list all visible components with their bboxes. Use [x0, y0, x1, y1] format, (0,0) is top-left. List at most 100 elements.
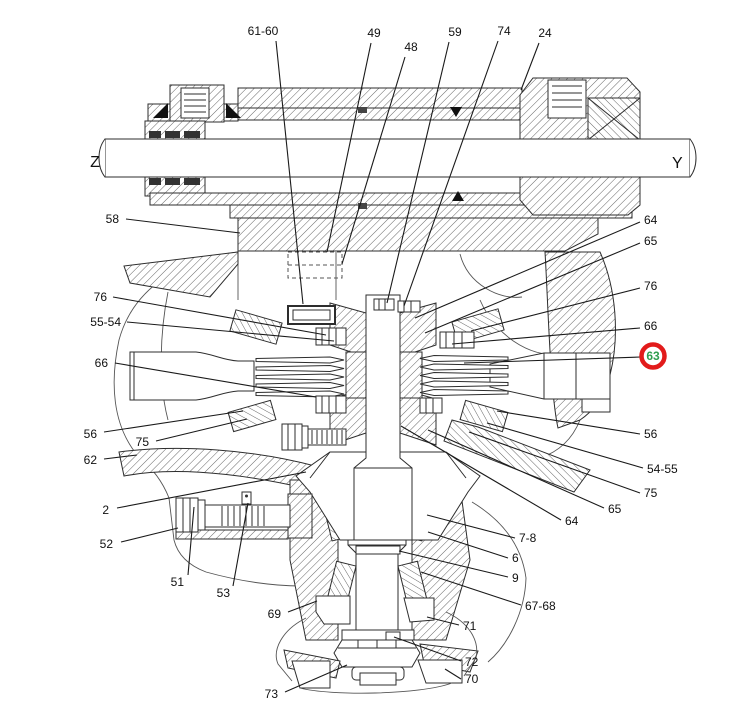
highlight-ring[interactable] — [639, 342, 667, 370]
leader-line — [470, 287, 641, 332]
callout-73: 73 — [265, 664, 348, 701]
leader-line — [426, 616, 460, 626]
part-number-66: 66 — [95, 356, 109, 370]
leader-line — [103, 454, 138, 460]
callout-Z: Z — [90, 154, 100, 171]
washer — [341, 629, 415, 641]
part-number-48: 48 — [404, 40, 418, 54]
leader-line — [463, 356, 642, 364]
callout-56: 56 — [496, 410, 658, 441]
spline-left — [255, 356, 345, 398]
leader-line — [403, 40, 499, 307]
part-number-51: 51 — [171, 575, 185, 589]
leader-line — [114, 362, 317, 398]
callout-64: 64 — [400, 425, 579, 528]
part-number-65: 65 — [608, 502, 622, 516]
part-number-2: 2 — [102, 503, 109, 517]
callout-62: 62 — [84, 453, 138, 467]
leader-line — [341, 56, 406, 265]
part-number-73: 73 — [265, 687, 279, 701]
callout-59: 59 — [386, 25, 462, 304]
axle-shaft-right — [489, 352, 611, 413]
part-number-58: 58 — [106, 212, 120, 226]
callout-76: 76 — [470, 279, 658, 332]
part-number-76: 76 — [644, 279, 658, 293]
part-number-52: 52 — [100, 537, 114, 551]
callout-7-8: 7-8 — [426, 514, 537, 545]
callout-53: 53 — [217, 502, 249, 600]
callout-48: 48 — [341, 40, 418, 265]
part-number-55-54: 55-54 — [90, 315, 121, 329]
leader-line — [398, 550, 509, 578]
leader-line — [232, 502, 249, 587]
differential-group — [227, 294, 509, 541]
callout-71: 71 — [426, 616, 477, 633]
spline-right — [419, 354, 509, 397]
callout-69: 69 — [268, 600, 318, 621]
leader-line — [284, 664, 348, 693]
diff-bearing-lower-left — [227, 399, 277, 433]
callout-72: 72 — [393, 636, 479, 669]
leader-line — [126, 321, 335, 342]
hidden-part-outline — [287, 251, 343, 279]
part-number-62: 62 — [84, 453, 98, 467]
callout-67-68: 67-68 — [420, 571, 556, 613]
callout-9: 9 — [398, 550, 519, 585]
part-number-70: 70 — [465, 672, 479, 686]
part-number-66: 66 — [644, 319, 658, 333]
axis-label-Y: Y — [672, 155, 683, 172]
leader-line — [444, 668, 462, 680]
axle-tube-assembly — [98, 77, 697, 252]
leader-line — [424, 242, 641, 334]
leader-line — [414, 221, 641, 319]
bearing-retainer-right — [403, 597, 435, 623]
part-number-6: 6 — [512, 551, 519, 565]
dowel-pin — [241, 491, 252, 505]
carrier-flange — [237, 217, 599, 252]
leader-line — [393, 636, 462, 662]
leader-line — [275, 40, 304, 305]
part-number-54-55: 54-55 — [647, 462, 678, 476]
thrust-washer — [397, 300, 421, 313]
callout-66: 66 — [95, 356, 317, 398]
hotspot-callout-63[interactable]: 63 — [463, 342, 667, 370]
leader-line — [326, 42, 372, 253]
leader-line — [116, 471, 307, 509]
leader-line — [287, 600, 318, 613]
part-number-64: 64 — [565, 514, 579, 528]
leader-line — [427, 531, 509, 559]
break-mark-left — [98, 138, 106, 178]
part-number-64: 64 — [644, 213, 658, 227]
part-number-9: 9 — [512, 571, 519, 585]
callout-6: 6 — [427, 531, 519, 565]
callout-64: 64 — [414, 213, 658, 319]
part-number-67-68: 67-68 — [525, 599, 556, 613]
part-number-7-8: 7-8 — [519, 531, 537, 545]
leader-line — [427, 429, 605, 509]
part-number-63[interactable]: 63 — [646, 349, 660, 363]
callout-2: 2 — [102, 471, 307, 517]
callout-55-54: 55-54 — [90, 315, 335, 342]
callout-61-60: 61-60 — [248, 24, 304, 305]
callout-52: 52 — [100, 527, 179, 551]
mount-bolt-group — [175, 491, 313, 540]
callout-Y: Y — [672, 155, 683, 172]
part-number-56: 56 — [84, 427, 98, 441]
part-number-74: 74 — [497, 24, 511, 38]
leader-line — [496, 410, 641, 435]
callout-58: 58 — [106, 212, 241, 234]
part-number-71: 71 — [463, 619, 477, 633]
leader-line — [426, 514, 516, 539]
bearing-cage — [439, 331, 475, 349]
callout-65: 65 — [427, 429, 622, 516]
leader-line — [451, 327, 641, 345]
part-number-72: 72 — [465, 655, 479, 669]
callout-65: 65 — [424, 234, 658, 334]
callout-74: 74 — [403, 24, 511, 307]
leader-line — [155, 418, 248, 442]
part-number-61-60: 61-60 — [248, 24, 279, 38]
part-number-59: 59 — [448, 25, 462, 39]
